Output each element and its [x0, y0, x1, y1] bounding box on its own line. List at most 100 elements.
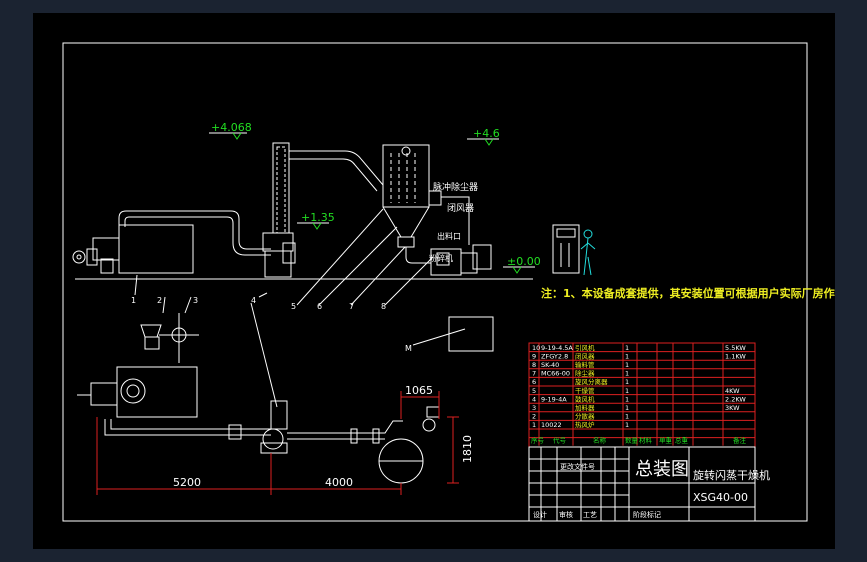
elevation-marker-3: +1.35 — [297, 211, 335, 230]
callout-4: 4 — [251, 296, 256, 305]
view-marker: M — [405, 344, 412, 353]
elevation-label-1: +4.068 — [211, 121, 252, 134]
table-cell-qty: 1 — [625, 344, 629, 352]
dimension-label-4: 1810 — [461, 435, 474, 463]
note-text: 注：1、本设备成套提供，其安装位置可根据用户实际厂房作相应的调整。 — [541, 286, 835, 300]
table-cell-name: 输料管 — [575, 360, 595, 369]
table-cell-no: 8 — [532, 361, 536, 369]
title-block-label-2: 工艺 — [583, 511, 597, 519]
table-cell-qty: 1 — [625, 404, 629, 412]
callout-7: 7 — [349, 302, 354, 311]
inner-frame — [62, 42, 808, 522]
elevation-label-2: +4.6 — [473, 127, 500, 140]
table-cell-name: 旋风分离器 — [575, 377, 608, 386]
table-cell-code: 10022 — [541, 421, 562, 429]
dimension-lines — [96, 391, 459, 495]
table-cell-qty: 1 — [625, 352, 629, 360]
table-cell-note: 4KW — [725, 387, 740, 395]
table-cell-code: MC66-00 — [541, 370, 570, 378]
table-cell-code: SK-40 — [541, 361, 559, 369]
plan-feeder — [140, 313, 199, 363]
callout-5: 5 — [291, 302, 296, 311]
label-outlet: 出料口 — [437, 231, 461, 241]
table-cell-qty: 1 — [625, 421, 629, 429]
table-header-cell: 单重 — [659, 436, 673, 445]
elevation-label-3: +1.35 — [301, 211, 335, 224]
outer-frame — [33, 13, 835, 549]
table-cell-no: 5 — [532, 387, 536, 395]
plan-furnace — [77, 366, 198, 418]
cyclone-duct — [289, 150, 384, 192]
elevation-label-4: ±0.00 — [507, 255, 541, 268]
table-cell-no: 2 — [532, 413, 536, 421]
table-cell-qty: 1 — [625, 413, 629, 421]
table-cell-code: 9-19-4A — [541, 395, 567, 403]
table-cell-no: 6 — [532, 378, 536, 386]
pulse-dust-collector — [382, 144, 430, 248]
title-block-label-1: 审核 — [559, 510, 573, 519]
table-cell-no: 1 — [532, 421, 536, 429]
table-cell-no: 7 — [532, 370, 536, 378]
label-valve: 闭风器 — [447, 202, 474, 214]
dimension-label-2: 4000 — [325, 476, 353, 489]
drawing-sheet: +4.068 +4.6 +1.35 ±0.00 脉冲除尘器 闭风器 出料口 粉碎… — [33, 13, 835, 549]
table-header-cell: 序号 — [531, 436, 545, 445]
table-cell-name: 热风炉 — [575, 420, 595, 429]
dimension-label-1: 5200 — [173, 476, 201, 489]
table-cell-qty: 1 — [625, 387, 629, 395]
callout-2: 2 — [157, 296, 162, 305]
cad-drawing: +4.068 +4.6 +1.35 ±0.00 脉冲除尘器 闭风器 出料口 粉碎… — [33, 13, 835, 549]
table-cell-note: 5.5KW — [725, 344, 746, 352]
callout-3: 3 — [193, 296, 198, 305]
table-cell-name: 分散器 — [575, 412, 595, 421]
callout-6: 6 — [317, 302, 322, 311]
table-cell-no: 4 — [532, 395, 536, 403]
table-cell-code: 9-19-4.5A — [541, 344, 573, 352]
table-cell-note: 1.1KW — [725, 352, 746, 360]
table-cell-qty: 1 — [625, 395, 629, 403]
drawing-number: XSG40-00 — [693, 491, 748, 504]
dimension-label-3: 1065 — [405, 384, 433, 397]
reference-box — [448, 316, 494, 352]
machine-name: 旋转闪蒸干燥机 — [693, 468, 770, 482]
table-cell-name: 除尘器 — [575, 369, 595, 378]
elevation-marker-2: +4.6 — [467, 127, 500, 146]
table-cell-name: 闭风器 — [575, 352, 595, 360]
title-block-label-0: 设计 — [533, 510, 547, 519]
table-header-cell: 材料 — [639, 436, 653, 445]
flash-dryer-tower — [262, 142, 296, 278]
label-crusher: 粉碎机 — [429, 253, 453, 263]
title-block: 总装图 旋转闪蒸干燥机 XSG40-00 设计 审核 工艺 更改文件号 阶段标记 — [528, 446, 770, 522]
table-header-cell: 备注 — [733, 436, 747, 445]
elevation-marker-1: +4.068 — [209, 121, 252, 140]
table-cell-name: 加料器 — [575, 403, 595, 412]
table-header-cell: 总重 — [675, 436, 689, 445]
table-cell-code: ZFGY2.8 — [541, 352, 568, 360]
callout-1: 1 — [131, 296, 136, 305]
table-cell-qty: 1 — [625, 378, 629, 386]
callout-8: 8 — [381, 302, 386, 311]
table-cell-note: 2.2KW — [725, 395, 746, 403]
table-cell-name: 引风机 — [575, 343, 595, 352]
table-cell-note: 3KW — [725, 404, 740, 412]
table-cell-name: 鼓风机 — [575, 394, 595, 403]
table-cell-qty: 1 — [625, 361, 629, 369]
table-cell-no: 10 — [532, 344, 540, 352]
title-text: 总装图 — [635, 459, 689, 480]
plan-leader-4 — [250, 302, 278, 408]
control-cabinet — [552, 224, 580, 274]
operator-figure-icon — [580, 229, 596, 276]
table-header-cell: 代号 — [553, 436, 567, 445]
table-header-cell: 名称 — [593, 436, 607, 445]
hot-air-duct — [118, 210, 271, 256]
leader-lines — [134, 208, 466, 346]
table-cell-name: 干燥管 — [575, 386, 595, 395]
hot-air-furnace — [72, 224, 194, 274]
table-header-cell: 数量 — [625, 436, 639, 445]
elevation-marker-4: ±0.00 — [503, 255, 541, 274]
label-collector: 脉冲除尘器 — [433, 181, 478, 193]
table-cell-no: 3 — [532, 404, 536, 412]
table-cell-qty: 1 — [625, 370, 629, 378]
table-cell-no: 9 — [532, 352, 536, 360]
